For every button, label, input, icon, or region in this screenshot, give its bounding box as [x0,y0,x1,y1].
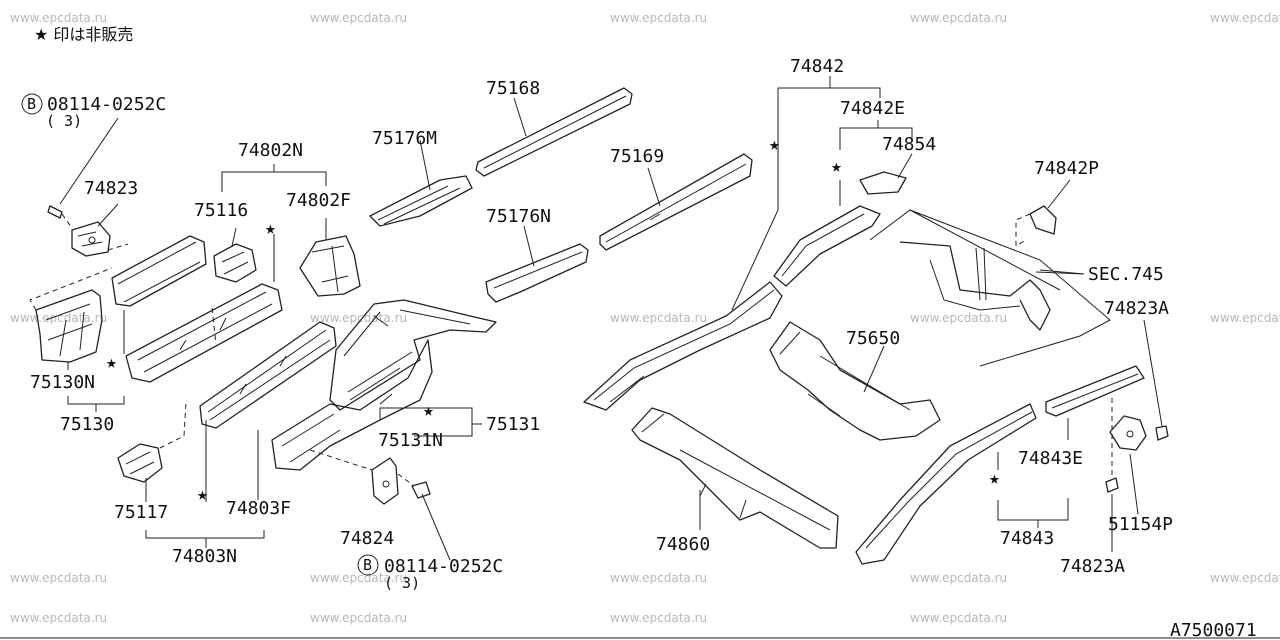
part-74823-drawing [47,203,129,257]
callout-lines [67,76,1163,552]
watermark: www.epcdata.ru [10,571,107,585]
part-74842-drawing [583,281,783,411]
watermark: www.epcdata.ru [10,311,107,325]
label-51154P: 51154P [1108,514,1173,535]
label-74802F: 74802F [286,190,351,211]
label-75169: 75169 [610,146,664,167]
label-75130: 75130 [60,414,114,435]
part-74843E-drawing [1045,365,1145,417]
label-75176N: 75176N [486,206,551,227]
watermark-layer: www.epcdata.ru www.epcdata.ru www.epcdat… [10,11,1280,625]
label-sec745: SEC.745 [1088,264,1164,285]
label-74803F: 74803F [226,498,291,519]
bolt-qty: ( 3) [46,112,82,130]
label-75176M: 75176M [372,128,437,149]
label-74803N: 74803N [172,546,237,567]
bolt-code: 08114-0252C [384,556,503,577]
part-75130-drawing [111,235,207,307]
part-74802F-drawing [299,218,361,297]
part-75176M-drawing [369,175,473,227]
watermark: www.epcdata.ru [1210,311,1280,325]
part-75168-drawing [475,87,633,177]
label-75130N: 75130N [30,372,95,393]
part-74802N-drawing [125,283,283,383]
part-75131-drawing [271,339,433,471]
part-74803F-drawing [329,299,497,411]
label-74854: 74854 [882,134,936,155]
label-74843E: 74843E [1018,448,1083,469]
part-labels: 74842 74842E 74854 74842P SEC.745 74823A… [30,56,1173,577]
bolt-qty: ( 3) [384,574,420,592]
label-74823: 74823 [84,178,138,199]
watermark: www.epcdata.ru [310,611,407,625]
label-74842: 74842 [790,56,844,77]
sec745-floor-drawing [869,209,1111,367]
part-74854-drawing [859,171,907,195]
watermark: www.epcdata.ru [310,311,407,325]
label-75650: 75650 [846,328,900,349]
star-icon: ★ [197,484,208,505]
watermark: www.epcdata.ru [310,11,407,25]
part-75169-drawing [599,153,753,251]
star-icon: ★ [423,400,434,421]
star-icon: ★ [106,352,117,373]
label-75131N: 75131N [378,430,443,451]
bolt-symbol: B [27,95,36,113]
part-75116-drawing [213,227,257,283]
part-74860-drawing [631,407,839,549]
part-74842E-drawing [773,205,881,287]
part-75650-drawing [769,321,941,441]
label-75168: 75168 [486,78,540,99]
label-75131: 75131 [486,414,540,435]
star-icon: ★ [769,134,780,155]
label-74802N: 74802N [238,140,303,161]
label-74842E: 74842E [840,98,905,119]
label-75117: 75117 [114,502,168,523]
label-74842P: 74842P [1034,158,1099,179]
figure-id: A7500071 [1170,620,1257,640]
watermark: www.epcdata.ru [610,611,707,625]
part-74842P-drawing [1015,205,1057,247]
star-icon: ★ [831,156,842,177]
part-74824-drawing [309,449,431,505]
watermark: www.epcdata.ru [1210,11,1280,25]
label-74860: 74860 [656,534,710,555]
bolt-spec-top: B 08114-0252C ( 3) [21,93,166,205]
part-51154P-drawing [1105,398,1169,493]
watermark: www.epcdata.ru [910,611,1007,625]
part-74803N-drawing [199,321,337,429]
part-75176N-drawing [485,243,589,303]
watermark: www.epcdata.ru [1210,571,1280,585]
watermark: www.epcdata.ru [10,611,107,625]
watermark: www.epcdata.ru [610,571,707,585]
part-75130N-drawing [29,267,113,363]
part-75117-drawing [117,401,187,483]
part-74843-drawing [855,403,1037,565]
bolt-code: 08114-0252C [47,94,166,115]
label-74824: 74824 [340,528,394,549]
label-74843: 74843 [1000,528,1054,549]
label-74823A-bottom: 74823A [1060,556,1125,577]
watermark: www.epcdata.ru [910,571,1007,585]
header-note: ★ 印は非販売 [34,25,133,44]
star-icon: ★ [265,218,276,239]
bolt-spec-bottom: B 08114-0252C ( 3) [357,493,503,592]
watermark: www.epcdata.ru [310,571,407,585]
non-sale-stars: ★ ★ ★ ★ ★ ★ ★ [106,134,1000,505]
watermark: www.epcdata.ru [10,11,107,25]
watermark: www.epcdata.ru [610,11,707,25]
watermark: www.epcdata.ru [910,11,1007,25]
star-icon: ★ [989,468,1000,489]
watermark: www.epcdata.ru [610,311,707,325]
bolt-symbol: B [363,556,372,574]
label-74823A-top: 74823A [1104,298,1169,319]
label-75116: 75116 [194,200,248,221]
watermark: www.epcdata.ru [910,311,1007,325]
